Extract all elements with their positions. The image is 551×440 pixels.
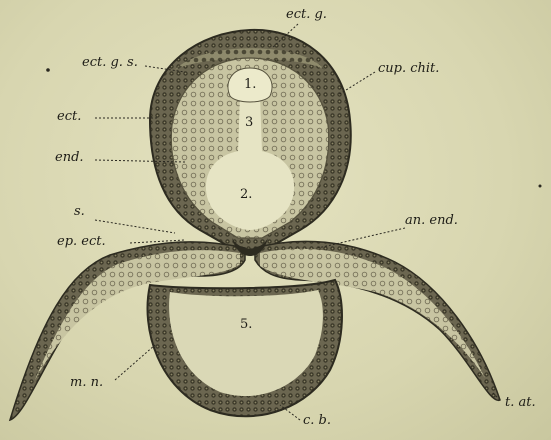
label-m-n: m. n. (70, 376, 103, 389)
label-t-at: t. at. (505, 396, 536, 409)
cavity-5-number: 5. (240, 318, 252, 331)
label-c-b: c. b. (303, 414, 331, 427)
speck (539, 185, 542, 188)
speck (46, 68, 50, 72)
cavity-2-number: 2. (240, 188, 252, 201)
label-ect-g: ect. g. (286, 8, 327, 21)
cavity-1-number: 1. (244, 78, 256, 91)
label-end: end. (55, 151, 84, 164)
label-s: s. (74, 205, 85, 218)
label-ep-ect: ep. ect. (57, 235, 106, 248)
label-ect: ect. (57, 110, 81, 123)
label-cup-chit: cup. chit. (378, 62, 439, 75)
cavity-3-number: 3 (245, 116, 253, 129)
label-an-end: an. end. (405, 214, 458, 227)
label-ect-g-s: ect. g. s. (82, 56, 138, 69)
